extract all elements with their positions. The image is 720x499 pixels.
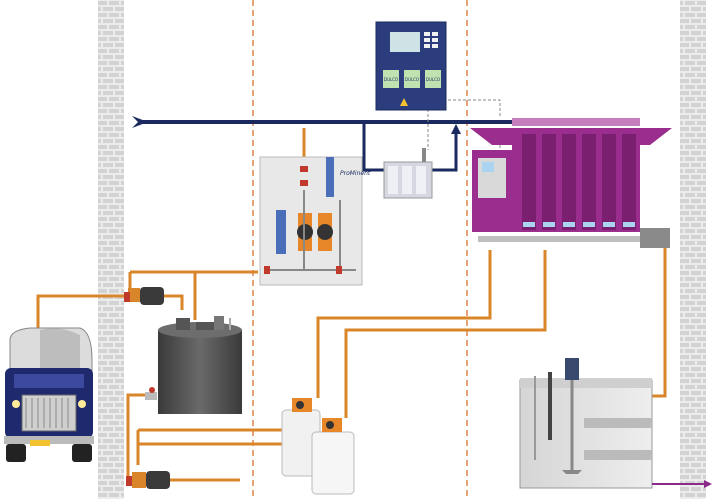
display-label-1: DULCO	[384, 77, 398, 82]
skid-brand-label: ProMinent	[340, 170, 371, 177]
brick-wall-left	[98, 0, 124, 499]
dosing-tank-2	[311, 418, 355, 495]
transfer-pump-bottom	[126, 471, 170, 489]
storage-tank	[145, 316, 242, 414]
arrow-right-icon	[704, 480, 712, 488]
mixing-tank	[519, 358, 653, 489]
chemical-pipes	[36, 128, 667, 482]
warning-icon	[400, 98, 408, 106]
display-label-2: DULCO	[405, 77, 419, 82]
membrane-filter	[470, 118, 672, 248]
controller-panel: DULCO DULCO DULCO	[375, 21, 447, 111]
brick-wall-right	[680, 0, 706, 499]
cartridge-filter	[383, 148, 433, 199]
transfer-pump-top	[124, 287, 164, 305]
dosing-tank-1	[281, 398, 321, 477]
tanker-truck	[4, 327, 94, 462]
drain-outlet	[652, 480, 712, 488]
display-label-3: DULCO	[426, 77, 440, 82]
dosing-skid: ProMinent	[259, 156, 371, 286]
